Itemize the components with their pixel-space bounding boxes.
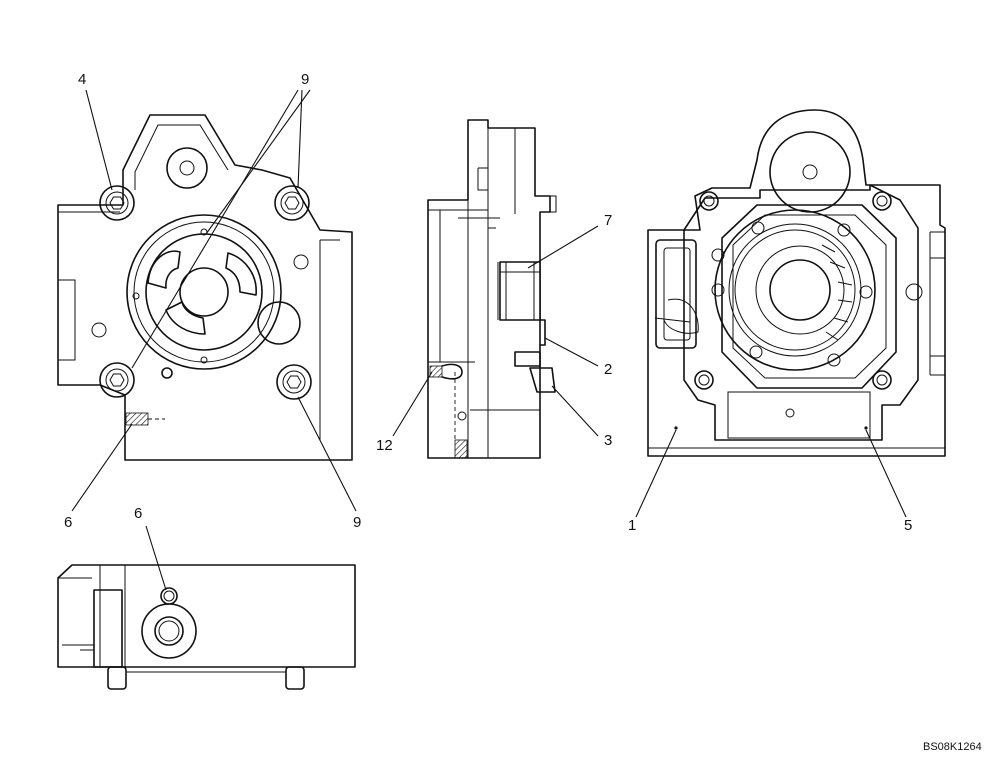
rear-view	[647, 109, 946, 457]
callout-6-bottom: 6	[134, 505, 142, 522]
bolt-bottom-left	[99, 362, 135, 398]
bolt-bottom-right	[276, 364, 312, 400]
drawing-code: BS08K1264	[923, 741, 982, 753]
bolt-top-left	[99, 185, 135, 221]
callout-12: 12	[376, 437, 393, 454]
callout-7: 7	[604, 212, 612, 229]
callout-1: 1	[628, 517, 636, 534]
leader-lines	[71, 89, 907, 591]
callout-4: 4	[78, 71, 86, 88]
front-view	[57, 114, 353, 461]
callout-6-left: 6	[64, 514, 72, 531]
callout-5: 5	[904, 517, 912, 534]
callout-2: 2	[604, 361, 612, 378]
callout-9-top: 9	[301, 71, 309, 88]
side-view	[427, 119, 557, 459]
callout-9-bottom: 9	[353, 514, 361, 531]
bottom-view	[57, 564, 356, 690]
bolt-top-right	[274, 185, 310, 221]
callout-3: 3	[604, 432, 612, 449]
